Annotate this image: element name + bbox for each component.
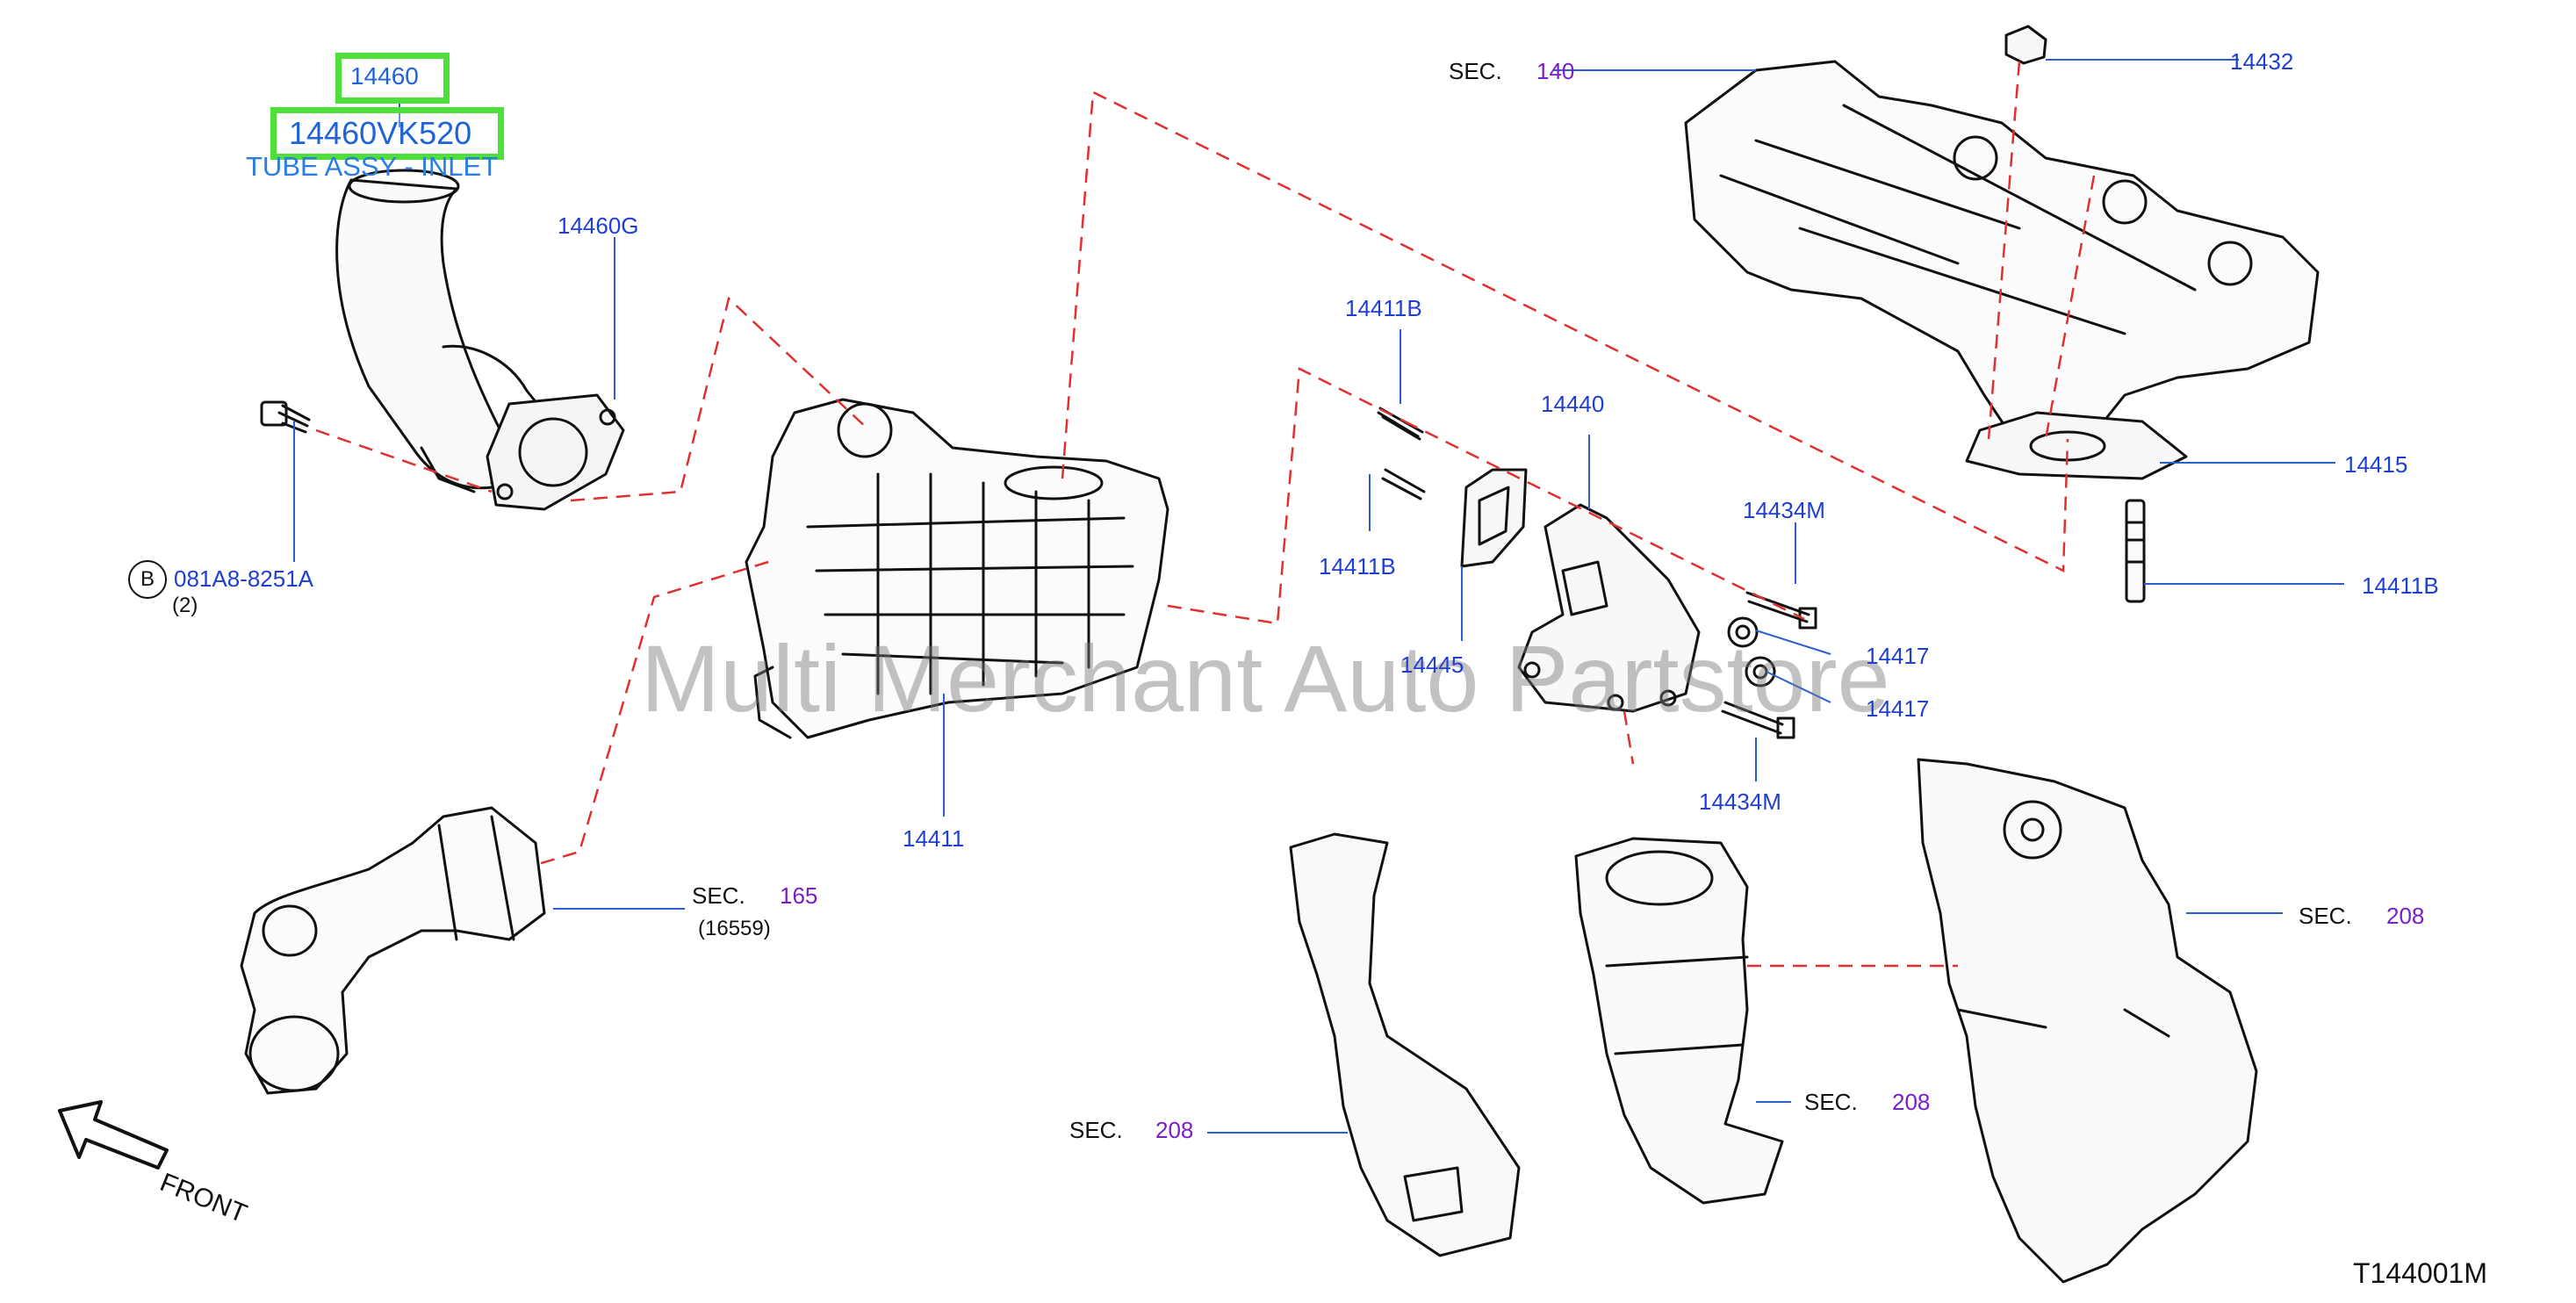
sec-208-right-label: SEC.: [2299, 903, 2352, 929]
stud-14411b-right[interactable]: [2125, 499, 2146, 603]
callout-14440[interactable]: 14440: [1541, 391, 1605, 417]
gasket-14460g[interactable]: [486, 393, 625, 511]
sec-208-center-link[interactable]: 208: [1892, 1089, 1931, 1115]
callout-14411[interactable]: 14411: [903, 825, 965, 852]
callout-14434m-upper[interactable]: 14434M: [1743, 497, 1825, 523]
callout-14411b-right[interactable]: 14411B: [2362, 572, 2439, 599]
gasket-14445[interactable]: [1460, 468, 1528, 568]
callout-081a8-8251a[interactable]: 081A8-8251A: [174, 565, 314, 592]
highlight-part-number: 14460: [350, 62, 419, 90]
bolt-081a8[interactable]: [260, 400, 311, 434]
callout-14411b-upper[interactable]: 14411B: [1345, 295, 1422, 321]
bolt-circle-b: B: [128, 560, 167, 599]
callout-14417-upper[interactable]: 14417: [1866, 643, 1930, 669]
heat-shield-left-sec208[interactable]: [1289, 832, 1521, 1257]
egr-cooler-14411[interactable]: [745, 398, 1169, 739]
sec-165-label: SEC.: [692, 882, 745, 909]
sec-208-center-label: SEC.: [1804, 1089, 1858, 1115]
nut-14417-lower[interactable]: [1745, 656, 1776, 687]
sec-208-left-label: SEC.: [1069, 1117, 1123, 1143]
callout-14417-lower[interactable]: 14417: [1866, 695, 1930, 722]
bracket-14440[interactable]: [1517, 503, 1701, 713]
highlight-full-part-number-box[interactable]: 14460VK520: [270, 107, 504, 160]
heat-shield-large-sec208[interactable]: [1917, 758, 2258, 1284]
bolt-quantity: (2): [172, 594, 198, 617]
bolt-14434m-upper[interactable]: [1745, 591, 1817, 630]
sec-208-left-link[interactable]: 208: [1155, 1117, 1194, 1143]
callout-14432[interactable]: 14432: [2230, 48, 2294, 75]
stud-14411b-upper[interactable]: [1377, 407, 1424, 441]
nut-14417-upper[interactable]: [1727, 616, 1759, 648]
inlet-tube-part[interactable]: [335, 169, 546, 493]
gasket-14415[interactable]: [1965, 411, 2188, 480]
callout-14445[interactable]: 14445: [1400, 652, 1464, 678]
stud-14411b-lower[interactable]: [1381, 468, 1426, 500]
sec-140-link[interactable]: 140: [1536, 58, 1575, 84]
callout-14434m-lower[interactable]: 14434M: [1699, 788, 1781, 815]
diagram-code: T144001M: [2353, 1257, 2487, 1289]
highlight-description: TUBE ASSY - INLET: [246, 151, 499, 182]
bolt-14434m-lower[interactable]: [1721, 701, 1795, 739]
sec-165-subref: (16559): [698, 917, 771, 940]
outlet-pipe-sec165[interactable]: [240, 806, 546, 1095]
highlight-part-number-box[interactable]: 14460: [335, 53, 450, 104]
front-arrow-icon: [58, 1100, 169, 1170]
callout-14415[interactable]: 14415: [2344, 451, 2408, 478]
sec-208-right-link[interactable]: 208: [2386, 903, 2425, 929]
callout-14411b-lower[interactable]: 14411B: [1319, 553, 1396, 580]
catalytic-converter-sec208[interactable]: [1574, 837, 1784, 1205]
sec-165-link[interactable]: 165: [780, 882, 818, 909]
nut-14432[interactable]: [2004, 25, 2047, 65]
exhaust-manifold-sec140[interactable]: [1684, 60, 2320, 450]
sec-140-label: SEC.: [1449, 58, 1502, 84]
highlight-full-part-number: 14460VK520: [289, 115, 472, 151]
callout-14460g[interactable]: 14460G: [558, 212, 639, 239]
